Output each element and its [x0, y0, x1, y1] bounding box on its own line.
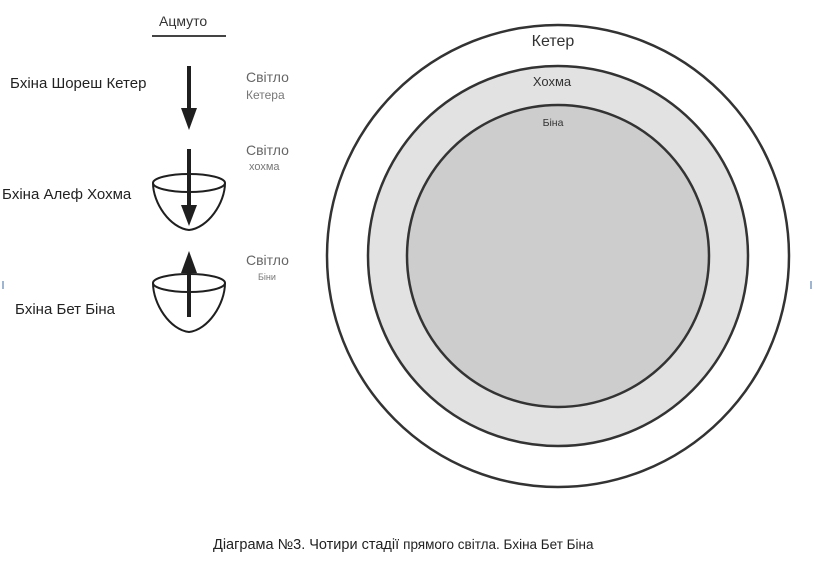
- atzmut-label: Ацмуто: [159, 13, 208, 29]
- arrow-down-keter-icon: [181, 66, 197, 130]
- light-keter-title: Світло: [246, 69, 289, 85]
- circle-bina-label: Біна: [543, 117, 564, 129]
- light-bina-sub: Біни: [258, 272, 276, 282]
- circle-bina: [405, 103, 711, 409]
- diagram-caption: Діаграма №3. Чотири стадії прямого світл…: [213, 537, 594, 553]
- caption-part1: Діаграма №3. Чотири стадії: [213, 537, 400, 553]
- stage-bet-bina-label: Бхіна Бет Біна: [15, 301, 115, 318]
- light-hokhma-sub: хохма: [249, 161, 280, 173]
- stage-alef-hokhma-label: Бхіна Алеф Хохма: [2, 186, 132, 203]
- atzmut-underline: [152, 35, 226, 37]
- arrow-down-hokhma-icon: [181, 149, 197, 226]
- circle-keter-label: Кетер: [532, 33, 575, 50]
- light-hokhma-title: Світло: [246, 142, 289, 158]
- arrow-up-bina-icon: [181, 251, 197, 317]
- caption-part2: прямого світла. Бхіна Бет Біна: [403, 537, 594, 552]
- light-bina-title: Світло: [246, 252, 289, 268]
- circle-hokhma-label: Хохма: [533, 74, 572, 89]
- stage-root-keter-label: Бхіна Шореш Кетер: [10, 75, 147, 92]
- light-keter-sub: Кетера: [246, 88, 285, 102]
